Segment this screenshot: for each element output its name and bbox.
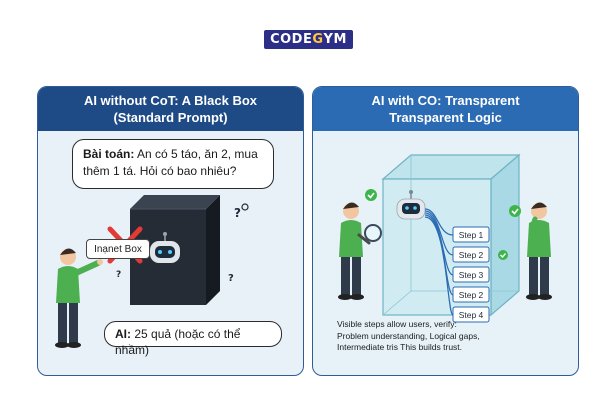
thought-dot — [241, 203, 249, 211]
step-box — [452, 266, 490, 283]
person-magnifier-icon — [338, 202, 382, 300]
right-panel-header: AI with CO: Transparent Transparent Logi… — [313, 87, 578, 131]
step-label: Step 1 — [459, 230, 484, 240]
step-label: Step 2 — [459, 290, 484, 300]
question-mark-icon: ? — [234, 206, 241, 220]
steps-list: Step 1 Step 2 Step 3 Step 2 Step 4 — [452, 226, 490, 323]
person-thinking-icon — [526, 202, 552, 300]
robot-icon — [396, 190, 426, 220]
logo-text-ym: YM — [323, 32, 347, 47]
left-scene: ? ? ? Bài toán: An có 5 táo, ăn 2, mua t… — [38, 131, 302, 375]
step-box — [452, 246, 490, 263]
step-label: Step 4 — [459, 310, 484, 320]
info-line-2: Problem understanding, Logical gaps, — [337, 330, 480, 341]
left-panel-header: AI without CoT: A Black Box (Standard Pr… — [38, 87, 303, 131]
right-title-line1: AI with CO: Transparent — [371, 93, 520, 108]
right-scene: Step 1 Step 2 Step 3 Step 2 Step 4 Visible s… — [313, 131, 577, 375]
black-box-label: Inạnet Box — [86, 239, 150, 259]
logo-text-g: G — [312, 32, 324, 47]
step-connectors — [424, 208, 454, 316]
right-illustration: Step 1 Step 2 Step 3 Step 2 Step 4 — [338, 153, 552, 323]
info-line-3: Intermediate tris This builds trust. — [337, 342, 463, 352]
question-speech-bubble: Bài toán: An có 5 táo, ăn 2, mua thêm 1 … — [72, 139, 274, 189]
step-box — [452, 226, 490, 243]
left-title-line1: AI without CoT: A Black Box — [83, 93, 258, 108]
left-panel-black-box: AI without CoT: A Black Box (Standard Pr… — [37, 86, 304, 376]
question-mark-icon: ? — [116, 270, 121, 280]
left-title-line2: (Standard Prompt) — [113, 110, 228, 125]
right-title-line2: Transparent Logic — [389, 110, 502, 125]
question-label: Bài toán: — [83, 147, 135, 161]
logo-text-code: CODE — [270, 32, 313, 47]
robot-icon — [150, 232, 180, 263]
step-label: Step 2 — [459, 250, 484, 260]
step-label: Step 3 — [459, 270, 484, 280]
question-text: An có 5 táo, ăn 2, mua thêm 1 tá. Hỏi có… — [83, 147, 258, 178]
question-mark-icon: ? — [228, 273, 234, 284]
step-box — [452, 286, 490, 303]
info-line-1: Visible steps allow users, verify: — [337, 319, 457, 329]
right-panel-transparent: AI with CO: Transparent Transparent Logi… — [312, 86, 579, 376]
answer-speech-bubble: AI: 25 quả (hoặc có thể nhầm) — [104, 321, 282, 357]
answer-text: 25 quả (hoặc có thể nhầm) — [115, 327, 241, 357]
person-pointing-icon — [55, 248, 103, 348]
check-icon — [498, 250, 508, 260]
check-icon — [509, 205, 521, 217]
check-icon — [365, 189, 377, 201]
answer-label: AI: — [115, 327, 131, 341]
transparency-info-text: Visible steps allow users, verify: Probl… — [337, 319, 557, 354]
step-box — [452, 306, 490, 323]
